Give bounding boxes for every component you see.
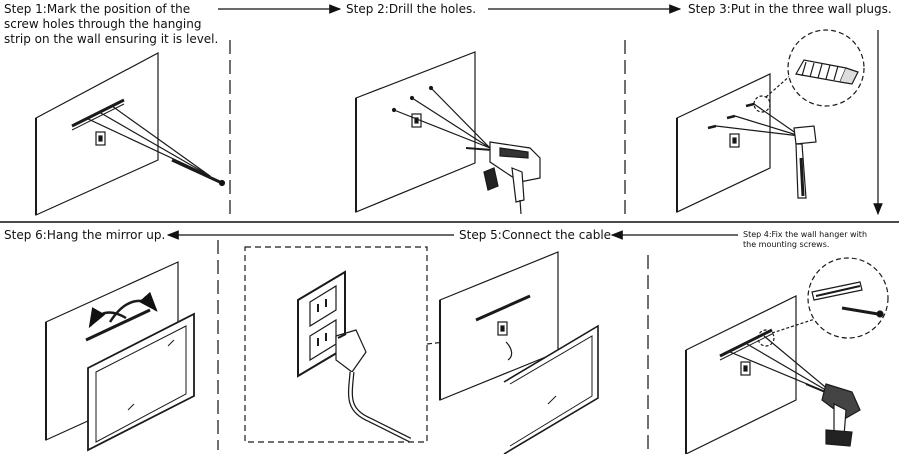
- outlet-icon: [297, 270, 346, 378]
- step1-illustration: [35, 52, 226, 216]
- step1-label-line1: Step 1:Mark the position of the: [4, 2, 190, 16]
- level-pencil-icon: [171, 158, 226, 187]
- plug-icon: [335, 329, 367, 373]
- step3-illustration: [676, 29, 865, 213]
- hammer-drill-icon: [465, 141, 541, 215]
- lift-arrow-right-icon: [108, 291, 158, 323]
- mirror-icon: [503, 324, 599, 454]
- step4-illustration: [685, 257, 889, 454]
- step5-label: Step 5:Connect the cable: [459, 228, 611, 242]
- step5-illustration: [244, 246, 599, 454]
- hanger-detail-callout: [807, 257, 889, 339]
- step3-label: Step 3:Put in the three wall plugs.: [688, 2, 892, 16]
- step1-label-line3: strip on the wall ensuring it is level.: [4, 32, 218, 46]
- step4-label-line2: the mounting screws.: [743, 240, 829, 249]
- step-labels: Step 1:Mark the position of the screw ho…: [4, 2, 892, 249]
- hanger-detail-icon: [811, 281, 863, 301]
- step6-label: Step 6:Hang the mirror up.: [4, 228, 165, 242]
- wall-panel-icon: [676, 73, 771, 213]
- lift-arrow-left-icon: [88, 307, 127, 329]
- wall-plug-detail-icon: [795, 59, 859, 85]
- flow-lines: [0, 4, 899, 450]
- step1-label-line2: screw holes through the hanging: [4, 17, 201, 31]
- wall-hanger-icon: [719, 328, 773, 361]
- step2-illustration: [355, 51, 541, 215]
- cordless-drill-icon: [805, 383, 861, 447]
- step6-illustration: [45, 261, 195, 452]
- hammer-icon: [793, 125, 817, 199]
- mirror-icon: [87, 312, 195, 452]
- step4-label-line1: Step 4:Fix the wall hanger with: [743, 230, 867, 239]
- step2-label: Step 2:Drill the holes.: [346, 2, 476, 16]
- wall-plug-icon: [707, 102, 755, 130]
- wall-panel-icon: [355, 51, 476, 213]
- screw-icon: [841, 306, 884, 318]
